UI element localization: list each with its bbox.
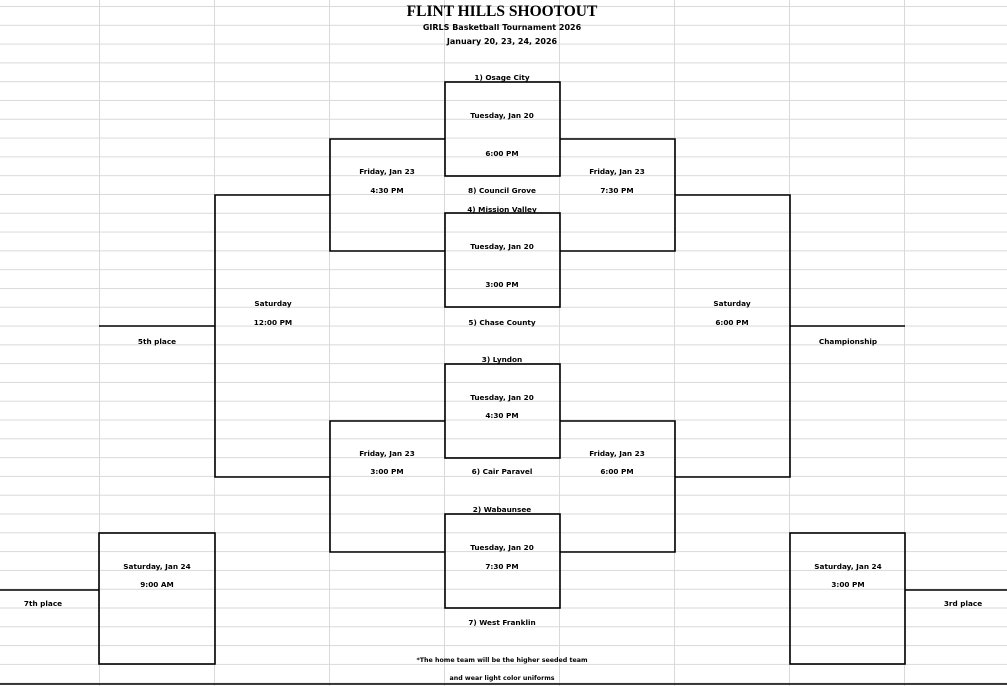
note-line-1: *The home team will be the higher seeded… [416, 657, 588, 664]
consolation-bottom-bracket [329, 420, 445, 553]
team-lyndon: 3) Lyndon [481, 355, 523, 364]
tournament-dates: January 20, 23, 24, 2026 [446, 37, 558, 46]
consolation-top-time: 4:30 PM [370, 186, 404, 195]
team-wabaunsee: 2) Wabaunsee [472, 505, 532, 514]
fifth-place-time: 12:00 PM [253, 318, 293, 327]
game-box-2 [444, 212, 561, 308]
game-box-1 [444, 81, 561, 177]
third-place-box [789, 532, 906, 665]
game-box-3 [444, 363, 561, 459]
fifth-place-label: 5th place [137, 337, 177, 346]
championship-label: Championship [818, 337, 878, 346]
page-title: FLINT HILLS SHOOTOUT [406, 3, 598, 20]
semifinal-top-bracket [560, 138, 676, 252]
semifinal-top-day: Friday, Jan 23 [589, 167, 645, 176]
seventh-place-box [98, 532, 216, 665]
consolation-top-day: Friday, Jan 23 [359, 167, 415, 176]
team-cair-paravel: 6) Cair Paravel [471, 467, 533, 476]
consolation-bottom-day: Friday, Jan 23 [359, 449, 415, 458]
team-mission-valley: 4) Mission Valley [467, 205, 537, 214]
seventh-place-time: 9:00 AM [140, 580, 174, 589]
team-council-grove: 8) Council Grove [468, 186, 536, 195]
game-box-4 [444, 513, 561, 609]
semifinal-bottom-time: 6:00 PM [600, 467, 634, 476]
third-place-label: 3rd place [943, 599, 983, 608]
championship-day: Saturday [713, 299, 751, 308]
team-chase-county: 5) Chase County [468, 318, 536, 327]
game-4-day: Tuesday, Jan 20 [470, 543, 534, 552]
game-4-time: 7:30 PM [485, 562, 519, 571]
seventh-place-label: 7th place [23, 599, 63, 608]
fifth-place-bracket [214, 194, 330, 478]
game-3-time: 4:30 PM [485, 411, 519, 420]
game-2-day: Tuesday, Jan 20 [470, 242, 534, 251]
third-place-day: Saturday, Jan 24 [814, 562, 882, 571]
consolation-bottom-time: 3:00 PM [370, 467, 404, 476]
semifinal-bottom-day: Friday, Jan 23 [589, 449, 645, 458]
consolation-top-bracket [329, 138, 445, 252]
championship-bracket [675, 194, 791, 478]
seventh-place-day: Saturday, Jan 24 [123, 562, 191, 571]
championship-time: 6:00 PM [715, 318, 749, 327]
semifinal-top-time: 7:30 PM [600, 186, 634, 195]
game-1-day: Tuesday, Jan 20 [470, 111, 534, 120]
third-place-time: 3:00 PM [831, 580, 865, 589]
team-west-franklin: 7) West Franklin [468, 618, 536, 627]
semifinal-bottom-bracket [560, 420, 676, 553]
game-1-time: 6:00 PM [485, 149, 519, 158]
game-3-day: Tuesday, Jan 20 [470, 393, 534, 402]
subtitle: GIRLS Basketball Tournament 2026 [422, 23, 582, 32]
fifth-place-day: Saturday [254, 299, 292, 308]
team-osage-city: 1) Osage City [474, 73, 530, 82]
note-line-2: and wear light color uniforms [449, 675, 555, 682]
game-2-time: 3:00 PM [485, 280, 519, 289]
